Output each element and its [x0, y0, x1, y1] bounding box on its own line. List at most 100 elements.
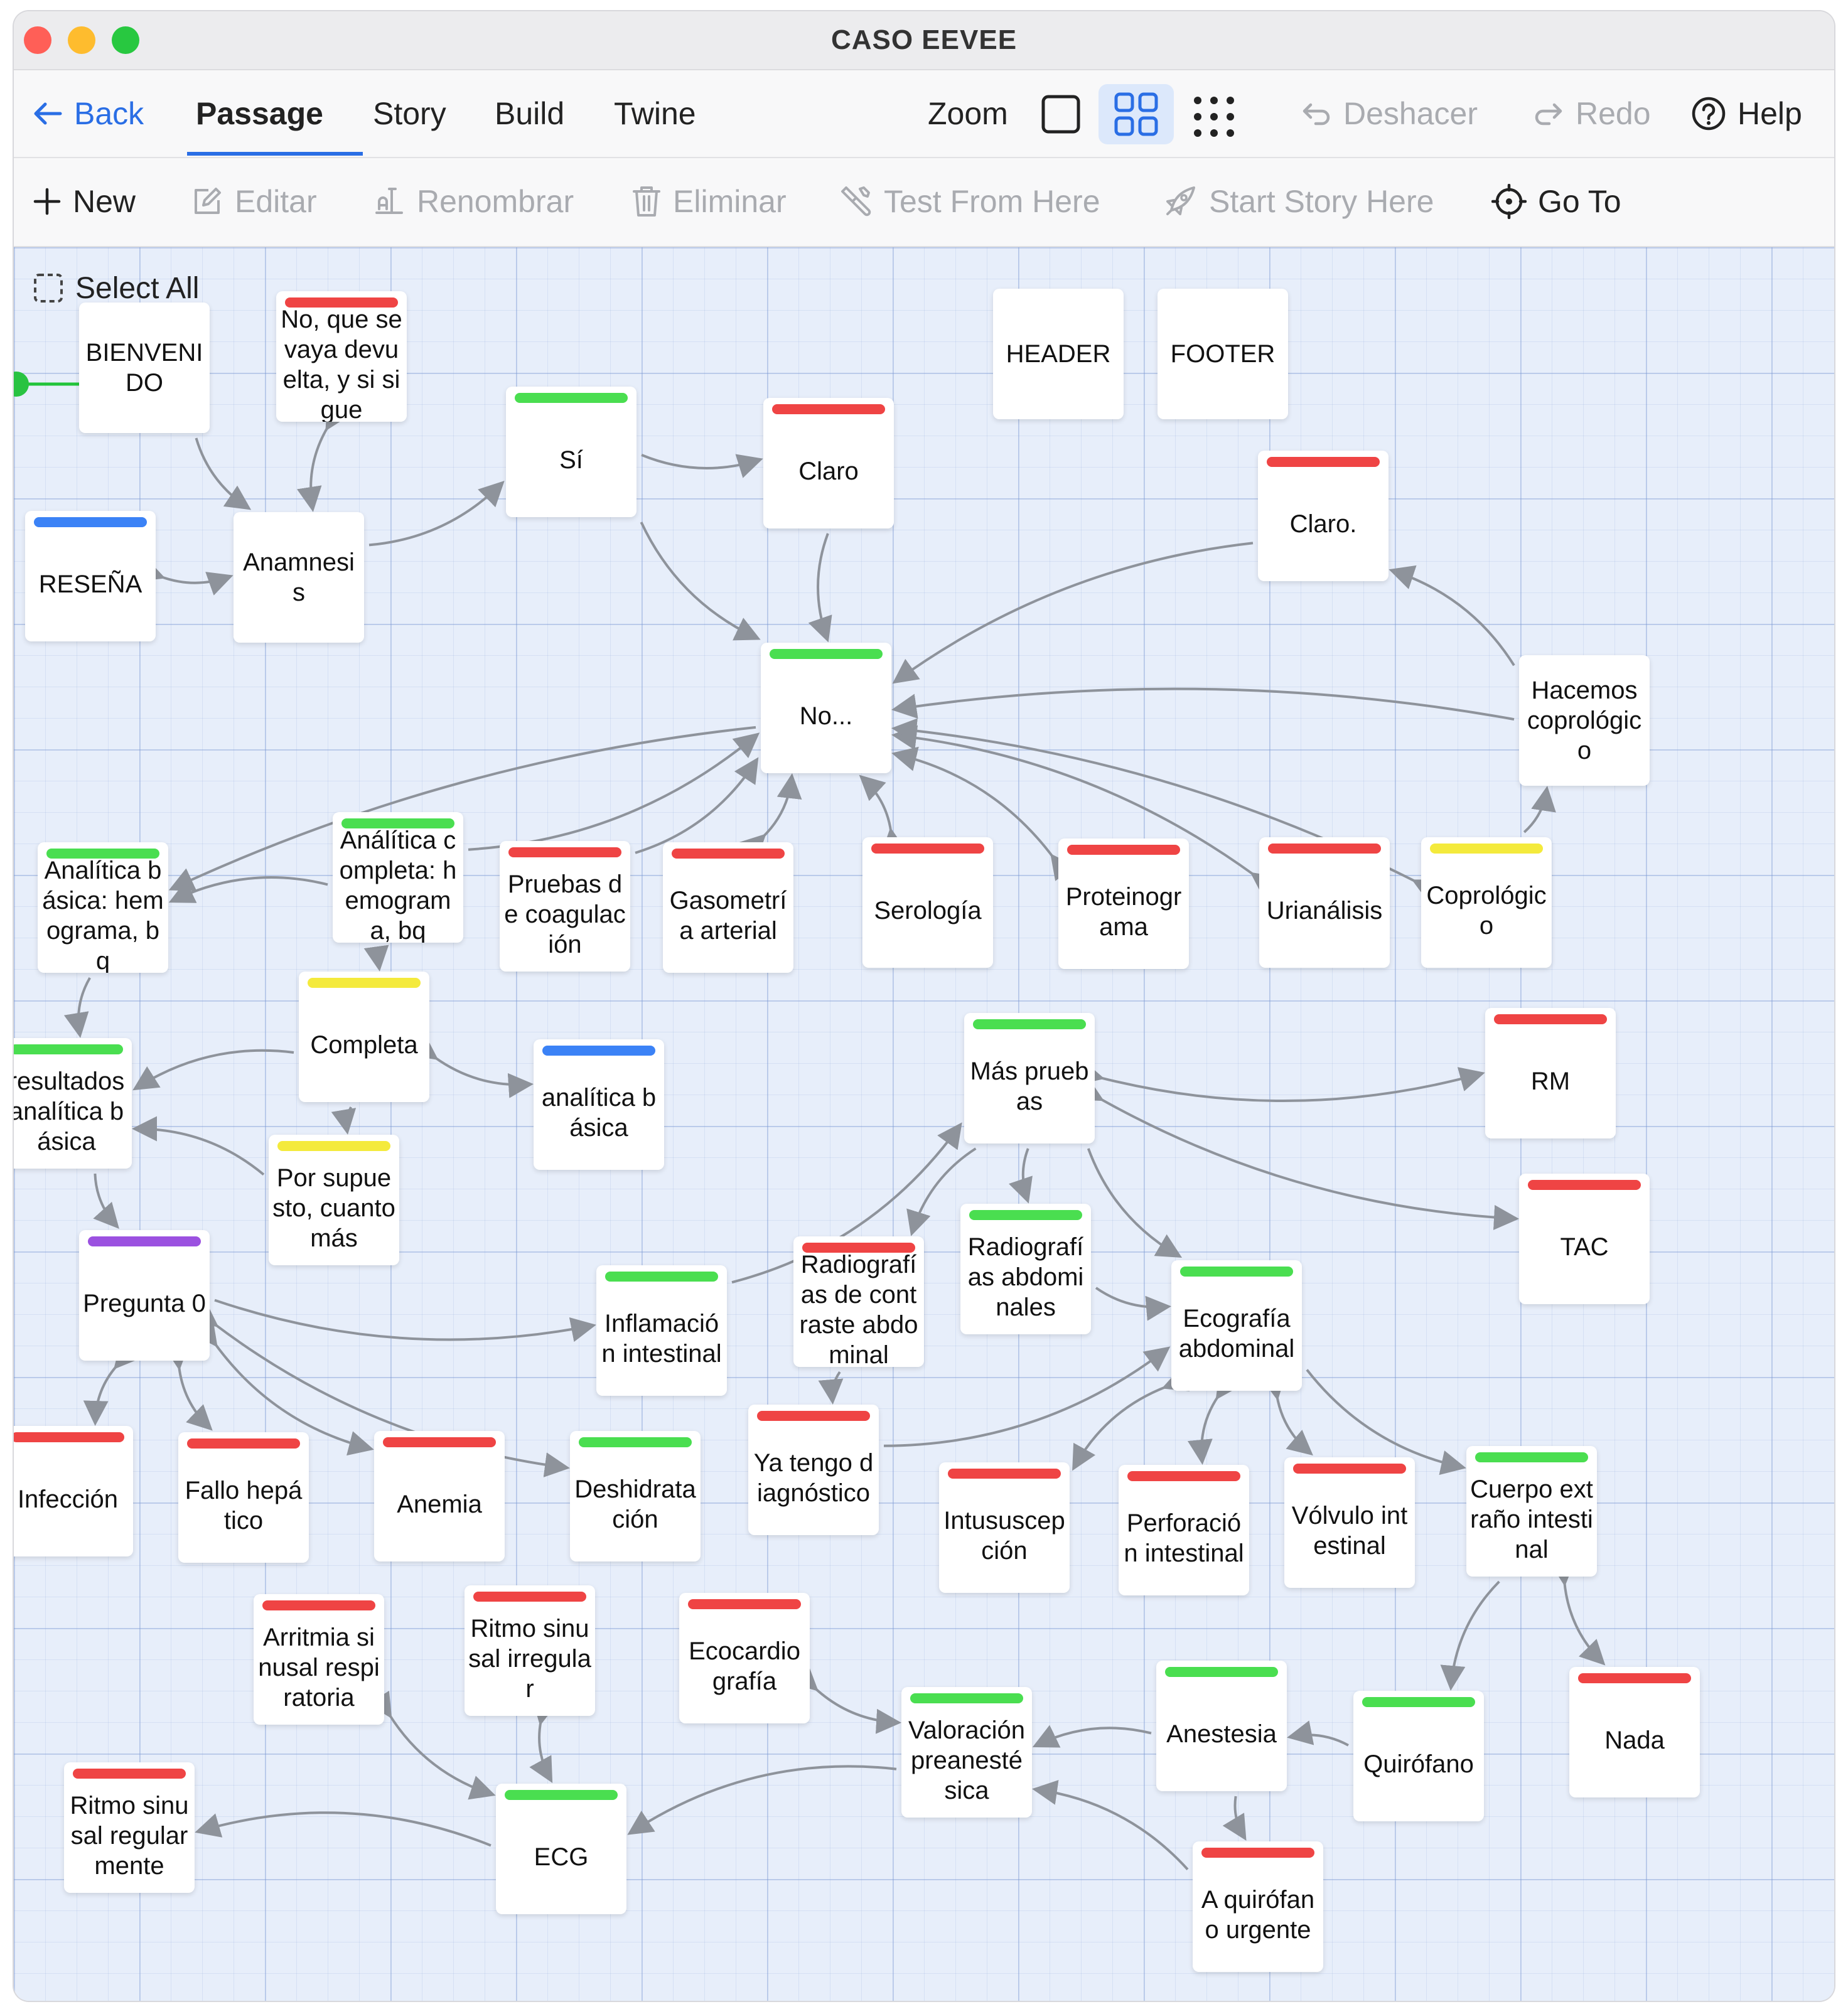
passage-card-resultados[interactable]: resultados analítica básica: [14, 1038, 132, 1169]
passage-card-radio-c[interactable]: Radiografías de contraste abdominal: [793, 1236, 924, 1367]
tab-twine[interactable]: Twine: [614, 92, 696, 136]
passage-card-analitica-b[interactable]: analítica básica: [534, 1039, 664, 1170]
passage-card-radio-a[interactable]: Radiografías abdominales: [960, 1204, 1091, 1334]
passage-card-completa-h[interactable]: Análítica completa: hemograma, bq: [333, 812, 463, 943]
edit-button[interactable]: Editar: [191, 179, 317, 223]
passage-card-pruebas[interactable]: Pruebas de coagulación: [500, 841, 630, 972]
link-porsup-to-resultados: [132, 1116, 265, 1176]
select-all-button[interactable]: Select All: [33, 266, 199, 310]
passage-card-no-que[interactable]: No, que se vaya devuelta, y si sigue: [276, 291, 407, 422]
close-window-button[interactable]: [24, 26, 51, 54]
passage-title: resultados analítica básica: [14, 1068, 125, 1155]
tab-story-label: Story: [373, 96, 446, 131]
passage-tag-red: [262, 1600, 375, 1610]
minimize-window-button[interactable]: [68, 26, 95, 54]
help-button[interactable]: Help: [1691, 92, 1802, 136]
passage-card-mas[interactable]: Más pruebas: [964, 1013, 1095, 1144]
passage-card-anamnesis[interactable]: Anamnesis: [234, 512, 364, 643]
passage-title: Valoración preanestésica: [908, 1717, 1026, 1804]
passage-card-deshid[interactable]: Deshidratación: [570, 1431, 701, 1561]
passage-card-pregunta[interactable]: Pregunta 0: [79, 1230, 210, 1361]
passage-card-tac[interactable]: TAC: [1519, 1174, 1650, 1304]
passage-title: Perforación intestinal: [1124, 1509, 1244, 1567]
title-bar: CASO EEVEE: [14, 11, 1834, 70]
redo-button[interactable]: Redo: [1533, 92, 1651, 136]
passage-title: TAC: [1560, 1233, 1609, 1261]
passage-title: Nada: [1604, 1727, 1665, 1754]
passage-card-quirofano[interactable]: Quirófano: [1353, 1691, 1484, 1821]
passage-card-nada[interactable]: Nada: [1569, 1667, 1700, 1797]
passage-card-copro[interactable]: Coprológico: [1421, 837, 1552, 968]
new-passage-button[interactable]: New: [33, 179, 136, 223]
passage-card-proteino[interactable]: Proteinograma: [1058, 838, 1189, 969]
tab-passage[interactable]: Passage: [196, 92, 323, 136]
passage-card-no[interactable]: No...: [761, 643, 891, 773]
link-anestesia-to-valoracion: [1032, 1725, 1152, 1748]
passage-card-infeccion[interactable]: Infección: [14, 1426, 133, 1556]
go-to-button[interactable]: Go To: [1491, 179, 1621, 223]
passage-card-arritmia[interactable]: Arritmia sinusal respiratoria: [254, 1594, 384, 1725]
zoom-medium-button[interactable]: [1099, 84, 1174, 144]
tab-build[interactable]: Build: [495, 92, 564, 136]
rename-button[interactable]: Renombrar: [373, 179, 574, 223]
passage-card-fallo[interactable]: Fallo hepático: [178, 1432, 309, 1563]
passage-card-ecg[interactable]: ECG: [496, 1784, 626, 1914]
start-story-here-button[interactable]: Start Story Here: [1163, 179, 1434, 223]
passage-card-perfo[interactable]: Perforación intestinal: [1119, 1465, 1249, 1595]
passage-card-ritmo-irr[interactable]: Ritmo sinusal irregular: [465, 1585, 595, 1716]
passage-card-claro2[interactable]: Claro.: [1258, 451, 1389, 581]
passage-card-valoracion[interactable]: Valoración preanestésica: [901, 1687, 1032, 1818]
passage-card-porsup[interactable]: Por supuesto, cuanto más: [269, 1135, 399, 1265]
new-label: New: [73, 184, 136, 219]
passage-card-hacemos[interactable]: Hacemos coprológico: [1519, 655, 1650, 786]
passage-card-sero[interactable]: Serología: [862, 837, 993, 968]
passage-card-basica[interactable]: Analítica básica: hemograma, bq: [38, 842, 168, 973]
passage-card-urin[interactable]: Urianálisis: [1259, 837, 1390, 968]
zoom-window-button[interactable]: [112, 26, 139, 54]
dashed-square-icon: [34, 274, 63, 303]
passage-card-inflam[interactable]: Inflamación intestinal: [596, 1265, 727, 1396]
passage-card-ecocardio[interactable]: Ecocardiografía: [679, 1593, 810, 1723]
passage-card-anestesia[interactable]: Anestesia: [1156, 1661, 1287, 1791]
passage-tag-blue: [34, 517, 147, 527]
passage-tag-red: [871, 844, 984, 854]
passage-card-footer[interactable]: FOOTER: [1158, 289, 1288, 419]
link-completa-h-to-no: [468, 732, 760, 851]
test-from-here-button[interactable]: Test From Here: [837, 179, 1100, 223]
passage-tag-green: [910, 1693, 1023, 1703]
passage-card-resena[interactable]: RESEÑA: [25, 511, 156, 641]
passage-tag-yellow: [1430, 844, 1543, 854]
passage-title: Intususcepción: [943, 1507, 1065, 1565]
passage-card-rm[interactable]: RM: [1485, 1008, 1616, 1138]
passage-card-ritmo-reg[interactable]: Ritmo sinusal regularmente: [64, 1762, 195, 1893]
passage-tag-red: [1494, 1014, 1607, 1024]
story-map-canvas[interactable]: Select All BIENVENIDO No, que se vaya dev…: [14, 247, 1834, 2001]
passage-card-intus[interactable]: Intususcepción: [939, 1462, 1070, 1593]
passage-card-volvulo[interactable]: Vólvulo intestinal: [1284, 1457, 1415, 1588]
passage-card-cuerpo[interactable]: Cuerpo extraño intestinal: [1466, 1446, 1597, 1577]
passage-title: Coprológico: [1426, 882, 1547, 940]
passage-tag-red: [383, 1437, 496, 1447]
passage-tag-red: [802, 1243, 915, 1253]
passage-card-claro[interactable]: Claro: [763, 398, 894, 528]
passage-card-aquirofano[interactable]: A quirófano urgente: [1193, 1841, 1323, 1972]
tab-build-label: Build: [495, 96, 565, 131]
tab-story[interactable]: Story: [373, 92, 446, 136]
passage-card-anemia[interactable]: Anemia: [374, 1431, 505, 1561]
passage-card-gaso[interactable]: Gasometría arterial: [663, 842, 793, 973]
passage-card-yatengo[interactable]: Ya tengo diagnóstico: [748, 1405, 879, 1535]
passage-title: Quirófano: [1363, 1750, 1474, 1778]
passage-title: Cuerpo extraño intestinal: [1470, 1476, 1593, 1563]
passage-tag-red: [1528, 1180, 1641, 1190]
back-button[interactable]: Back: [33, 92, 144, 136]
passage-card-completa[interactable]: Completa: [299, 972, 429, 1102]
passage-card-eco-abd[interactable]: Ecografía abdominal: [1171, 1260, 1302, 1391]
zoom-large-button[interactable]: [1041, 94, 1081, 134]
passage-card-header[interactable]: HEADER: [993, 289, 1124, 419]
link-hacemos-to-no: [891, 687, 1515, 721]
passage-card-si[interactable]: Sí: [506, 387, 637, 517]
passage-card-bienvenido[interactable]: BIENVENIDO: [79, 303, 210, 433]
zoom-small-button[interactable]: [1191, 94, 1237, 139]
delete-button[interactable]: Eliminar: [631, 179, 787, 223]
undo-button[interactable]: Deshacer: [1301, 92, 1478, 136]
